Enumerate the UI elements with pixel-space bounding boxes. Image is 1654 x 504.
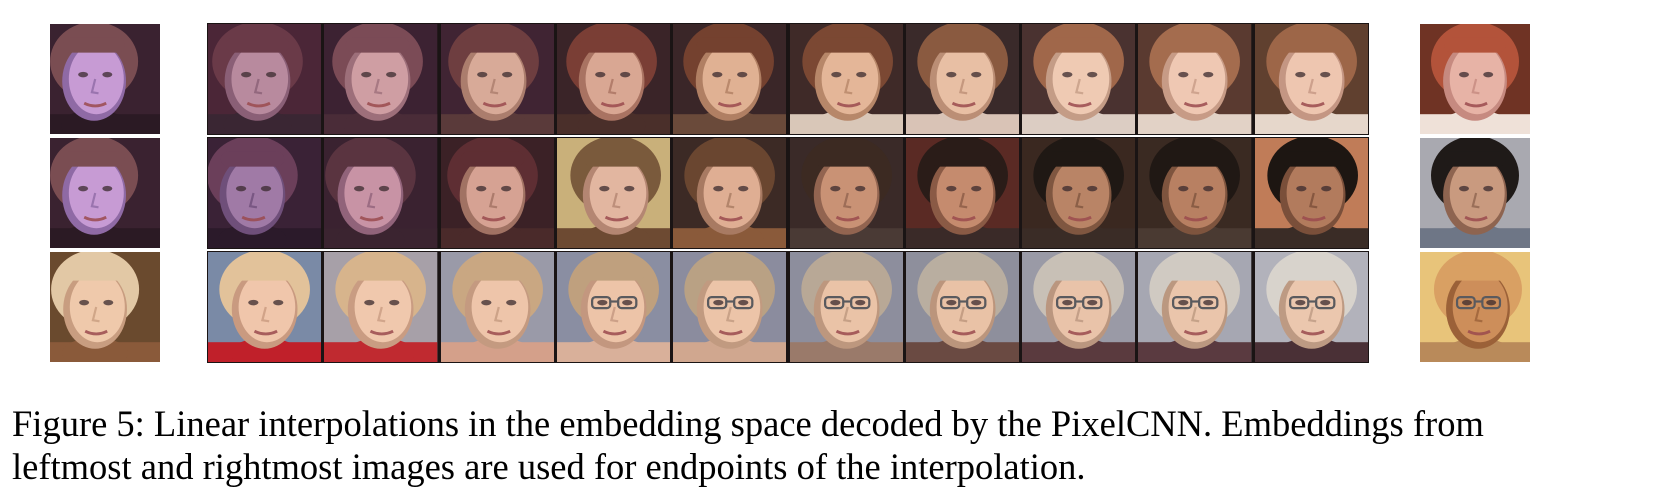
interpolated-face (905, 24, 1020, 134)
interpolated-face (1022, 252, 1136, 362)
interpolated-face (208, 252, 322, 362)
interpolated-face (673, 138, 787, 248)
interpolated-face (324, 24, 438, 134)
interpolated-face (1138, 24, 1252, 134)
interpolated-face (440, 138, 554, 248)
interpolated-face (1254, 24, 1368, 134)
interpolated-face (789, 24, 903, 134)
source-face-left (50, 252, 160, 362)
interpolated-face (208, 138, 322, 248)
target-face-right (1420, 24, 1530, 134)
target-face-right (1420, 252, 1530, 362)
interpolated-face (556, 24, 671, 134)
interpolated-face (556, 252, 671, 362)
interpolated-face (789, 252, 903, 362)
interpolated-face (673, 252, 787, 362)
interpolated-face (905, 138, 1020, 248)
interpolated-face (1254, 252, 1368, 362)
caption-line-1: Figure 5: Linear interpolations in the e… (12, 403, 1484, 444)
interpolated-face (440, 24, 554, 134)
interpolated-face (1022, 24, 1136, 134)
caption-line-2: leftmost and rightmost images are used f… (12, 446, 1086, 487)
interpolated-face (324, 252, 438, 362)
target-face-right (1420, 138, 1530, 248)
interpolated-face (789, 138, 903, 248)
interpolation-grid (50, 23, 1530, 363)
interpolated-face (905, 252, 1020, 362)
interpolated-face (1138, 252, 1252, 362)
interpolated-face (673, 24, 787, 134)
interpolated-face (1138, 138, 1252, 248)
figure-caption: Figure 5: Linear interpolations in the e… (12, 402, 1652, 488)
interpolated-face (440, 252, 554, 362)
interpolated-face (1022, 138, 1136, 248)
interpolated-face (1254, 138, 1368, 248)
interpolated-face (324, 138, 438, 248)
source-face-left (50, 138, 160, 248)
interpolated-face (556, 138, 671, 248)
interpolated-face (208, 24, 322, 134)
source-face-left (50, 24, 160, 134)
